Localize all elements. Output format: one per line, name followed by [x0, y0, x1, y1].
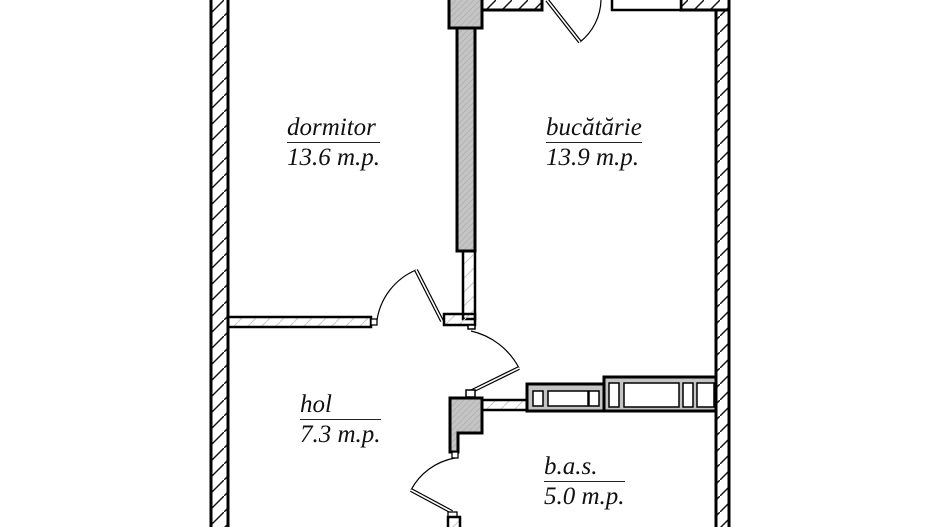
column-bathroom: [448, 396, 484, 459]
column-top: [447, 0, 484, 30]
exterior-wall-right: [714, 8, 731, 527]
door-bas: [410, 457, 462, 527]
room-area: 13.6 m.p.: [287, 144, 381, 171]
room-label-bas: b.a.s. 5.0 m.p.: [544, 452, 625, 511]
room-name: hol: [300, 390, 381, 420]
door-bucatarie: [465, 330, 520, 398]
room-area: 13.9 m.p.: [546, 144, 640, 171]
exterior-wall-left: [209, 0, 230, 527]
room-area: 5.0 m.p.: [544, 483, 625, 510]
door-dormitor: [376, 269, 444, 322]
partition-bucatarie-bas: [480, 375, 718, 413]
partition-dormitor-bucatarie: [442, 26, 477, 330]
room-label-dormitor: dormitor 13.6 m.p.: [287, 113, 381, 172]
room-label-bucatarie: bucătărie 13.9 m.p.: [546, 113, 642, 172]
door-top: [545, 0, 602, 44]
room-name: bucătărie: [546, 114, 642, 143]
exterior-wall-top: [479, 0, 731, 12]
partition-dormitor-hol: [226, 315, 378, 329]
room-area: 7.3 m.p.: [300, 421, 381, 448]
room-name: dormitor: [287, 113, 381, 143]
room-name: b.a.s.: [544, 452, 625, 482]
room-label-hol: hol 7.3 m.p.: [300, 390, 381, 449]
